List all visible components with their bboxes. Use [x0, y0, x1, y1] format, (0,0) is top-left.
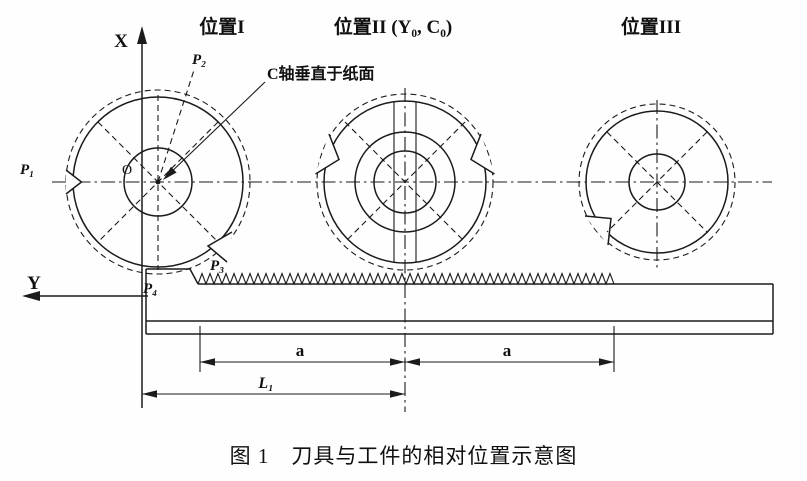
pos1-bottom-notch: [206, 231, 233, 263]
c-axis-annotation: [163, 81, 266, 180]
pos2-diagonal-2: [344, 121, 466, 243]
workpiece-position-2: [315, 93, 495, 271]
dim-l1-label: L₁: [257, 375, 273, 392]
position-1-label: 位置I: [199, 15, 244, 38]
dim-a2-arrow-right: [599, 358, 614, 366]
pos3-bottom-notch: [584, 215, 612, 246]
pos1-outer-dashed-circle: [65, 89, 251, 275]
dim-l1-arrow-left: [142, 390, 157, 398]
pos2-middle-circle: [354, 131, 456, 233]
pos2-outer-circle: [323, 100, 487, 264]
figure-caption: 图 1 刀具与工件的相对位置示意图: [229, 444, 578, 468]
axes: [22, 26, 148, 408]
pos3-outer-circle: [585, 110, 729, 254]
point-p4-label: P₄: [143, 281, 157, 297]
position-3-label: 位置III: [621, 15, 681, 38]
x-axis-arrowhead: [137, 26, 147, 44]
origin-label: O: [122, 163, 132, 178]
diagram-canvas: 位置I 位置II (Y₀, C₀) 位置III C轴垂直于纸面 X Y O P₂…: [20, 15, 774, 412]
pos3-diagonal-2: [606, 131, 708, 233]
dim-a2-arrow-left: [405, 358, 420, 366]
dim-a1-arrow-right: [390, 358, 405, 366]
rack: [145, 268, 774, 335]
y-axis-arrowhead: [22, 291, 40, 301]
tool-position-1: [65, 69, 251, 275]
y-axis-label: Y: [27, 273, 41, 294]
x-axis-label: X: [114, 31, 128, 52]
point-p3-label: P₃: [210, 258, 224, 274]
pos2-left-notch: [315, 133, 340, 175]
labels: 位置I 位置II (Y₀, C₀) 位置III C轴垂直于纸面 X Y O P₂…: [20, 15, 681, 392]
c-axis-note-label: C轴垂直于纸面: [267, 64, 375, 83]
pos3-outer-dashed-circle: [578, 103, 736, 261]
c-axis-leader-line: [165, 81, 266, 178]
point-p1-label: P₁: [20, 162, 34, 178]
dim-a1-arrow-left: [200, 358, 215, 366]
dim-l1-arrow-right: [390, 390, 405, 398]
pos1-left-notch: [65, 169, 83, 195]
c-axis-leader-arrowhead: [163, 166, 177, 180]
point-p2-label: P₂: [192, 52, 206, 68]
pos2-bore-circle: [373, 150, 437, 214]
pos3-bore-circle: [628, 153, 686, 211]
rack-left-step: [146, 268, 199, 285]
pos1-p2-leader: [157, 69, 195, 183]
position-2-label: 位置II (Y₀, C₀): [334, 15, 453, 38]
pos1-center-dot: [155, 179, 161, 185]
pos2-right-notch: [470, 133, 495, 175]
dim-a2-label: a: [503, 341, 512, 360]
dimensions: [142, 326, 615, 398]
rack-teeth: [197, 271, 615, 286]
centerlines: [52, 88, 772, 412]
dim-a1-label: a: [296, 341, 305, 360]
pos2-outer-dashed-circle: [316, 93, 494, 271]
tool-position-3: [578, 103, 736, 261]
